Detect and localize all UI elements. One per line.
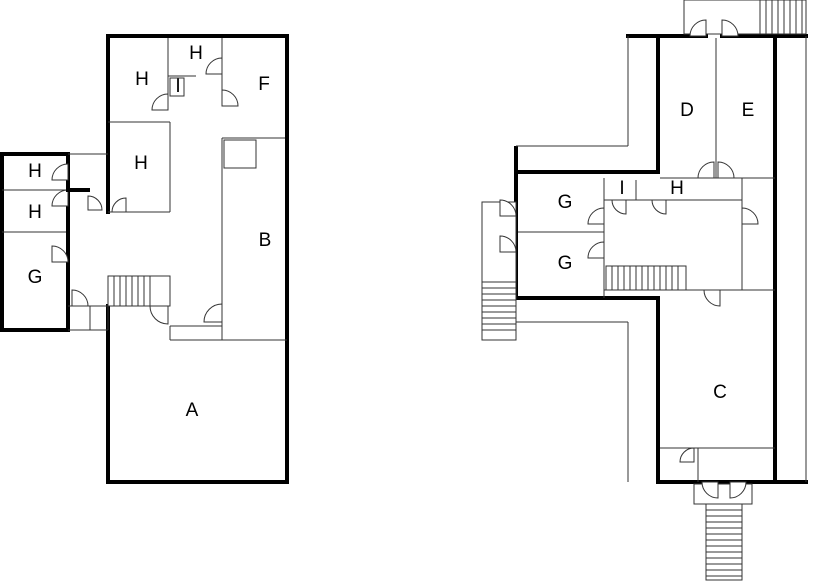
room-label-h: H (135, 69, 149, 90)
room-label-h: H (670, 178, 684, 199)
room-label-h: H (189, 43, 203, 64)
room-label-g: G (558, 253, 573, 274)
room-label-g: G (28, 267, 43, 288)
room-label-h: H (28, 161, 42, 182)
room-label-h: H (134, 153, 148, 174)
right-stairs-left (481, 201, 517, 341)
room-label-d: D (680, 100, 694, 121)
left-building: H H I F H B A H H G (0, 34, 289, 484)
right-interior-walls (516, 36, 807, 482)
right-stairs-middle (605, 265, 687, 291)
room-label-c: C (713, 382, 727, 403)
room-label-e: E (742, 100, 755, 121)
room-label-i: I (175, 76, 180, 97)
right-building: D E G I H G C (481, 0, 808, 581)
room-label-h: H (28, 202, 42, 223)
room-label-b: B (259, 230, 272, 251)
room-label-a: A (186, 400, 199, 421)
room-label-f: F (258, 74, 270, 95)
right-doors (499, 19, 759, 499)
left-stairs (107, 275, 171, 307)
left-doors (51, 57, 239, 325)
right-stairs-bottom (693, 483, 753, 581)
room-label-g: G (558, 192, 573, 213)
room-label-i: I (619, 178, 624, 199)
